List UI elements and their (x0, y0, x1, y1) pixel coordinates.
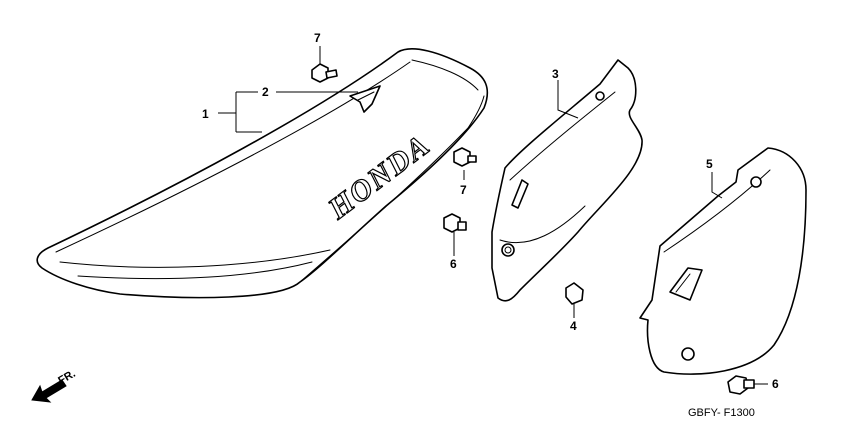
callout-1: 1 (202, 107, 209, 121)
bolt-6-right (727, 375, 755, 395)
callout-4: 4 (570, 319, 577, 333)
grommet (565, 282, 584, 305)
front-label: FR. (56, 368, 77, 387)
diagram-code: GBFY- F1300 (688, 407, 755, 419)
callout-7-mid: 7 (460, 183, 467, 197)
callout-7-top: 7 (314, 31, 321, 45)
bolt-6-left (443, 213, 467, 233)
bolt-7-mid (453, 147, 477, 167)
bolt-7-top (311, 63, 338, 83)
callout-2: 2 (262, 85, 269, 99)
callout-6-left: 6 (450, 257, 457, 271)
callout-6-right: 6 (772, 377, 779, 391)
front-arrow-icon (31, 379, 67, 403)
callout-5: 5 (706, 157, 713, 171)
callout-3: 3 (552, 67, 559, 81)
left-side-cover (491, 59, 643, 302)
right-side-cover (639, 147, 807, 375)
